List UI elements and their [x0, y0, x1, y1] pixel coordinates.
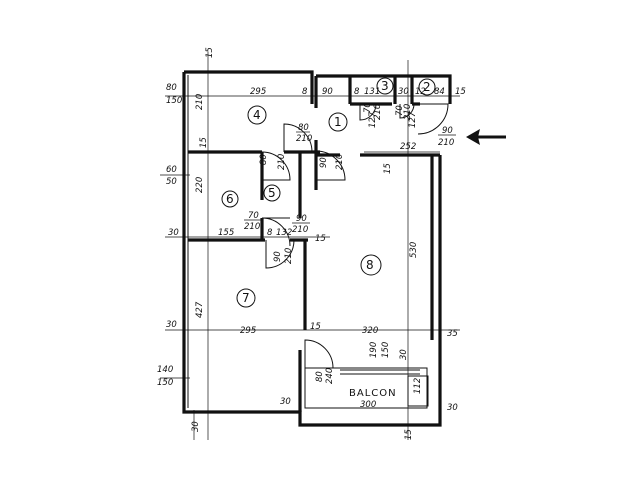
- door-label-num: 90: [273, 251, 283, 262]
- dimension-lines: [160, 52, 460, 440]
- arrow-left-icon: [466, 129, 506, 145]
- dim-text: 300: [360, 400, 376, 410]
- dim-text: 50: [166, 177, 177, 187]
- door-label-den: 210: [335, 154, 345, 170]
- dim-text: 8: [302, 87, 308, 97]
- dim-text: 210: [195, 94, 205, 110]
- dim-text: 150: [166, 96, 182, 106]
- dim-text: 30: [166, 320, 177, 330]
- dim-text: 220: [195, 177, 205, 193]
- dim-text: 8: [267, 228, 273, 238]
- door-swings: [261, 103, 449, 369]
- door-label-num: 70: [248, 211, 259, 221]
- dim-text: 530: [409, 242, 419, 258]
- dim-text: 132: [276, 228, 292, 238]
- room-label-6: 6: [226, 192, 234, 206]
- balcony-label: BALCON: [349, 388, 397, 399]
- room-label-2: 2: [423, 80, 431, 94]
- dim-text: 295: [240, 326, 256, 336]
- dim-text: 30: [398, 87, 409, 97]
- dim-text: 15: [199, 137, 209, 148]
- door-label-num: 70: [395, 105, 405, 116]
- room-label-1: 1: [334, 115, 342, 129]
- dim-text: 320: [362, 326, 378, 336]
- dim-text: 150: [381, 342, 391, 358]
- door-label-den: 210: [373, 104, 383, 120]
- dim-text: 30: [447, 403, 458, 413]
- dim-text: 112: [413, 378, 423, 394]
- dim-text: 35: [447, 329, 458, 339]
- dim-text: 60: [166, 165, 177, 175]
- dim-text: 190: [369, 342, 379, 358]
- room-label-3: 3: [381, 79, 389, 93]
- dim-text: 84: [434, 87, 445, 97]
- door-label-num: 80: [259, 154, 269, 165]
- door-label-num: 90: [296, 214, 307, 224]
- door-label-num: 90: [319, 157, 329, 168]
- dim-text: 295: [250, 87, 266, 97]
- dimension-labels: 15 295 8 90 8 131 30 12 84 15 80 150 210…: [157, 47, 466, 440]
- dim-text: 30: [168, 228, 179, 238]
- dim-text: 8: [354, 87, 360, 97]
- dim-text: 127: [408, 111, 418, 128]
- dim-text: 155: [218, 228, 234, 238]
- door-label-num: 70: [363, 102, 373, 113]
- room-label-7: 7: [242, 291, 250, 305]
- dim-text: 15: [315, 234, 326, 244]
- door-label-den: 210: [277, 154, 287, 170]
- door-label-den: 240: [325, 368, 335, 384]
- door-label-den: 210: [292, 225, 308, 235]
- door-label-num: 80: [315, 371, 325, 382]
- door-label-den: 210: [403, 104, 413, 120]
- door-label-num: 80: [298, 123, 309, 133]
- dim-text: 252: [400, 142, 416, 152]
- door-label-den: 210: [296, 134, 312, 144]
- dim-text: 30: [399, 349, 409, 360]
- dim-text: 80: [166, 83, 177, 93]
- door-label-den: 210: [438, 138, 454, 148]
- door-label-den: 210: [284, 248, 294, 264]
- dim-text: 30: [191, 421, 201, 432]
- dim-text: 15: [205, 47, 215, 58]
- dim-text: 15: [404, 429, 414, 440]
- dim-text: 15: [310, 322, 321, 332]
- dim-text: 15: [455, 87, 466, 97]
- dim-text: 131: [364, 87, 380, 97]
- room-label-8: 8: [366, 258, 374, 272]
- dim-text: 15: [383, 163, 393, 174]
- dim-text: 140: [157, 365, 173, 375]
- room-markers: [221, 77, 436, 308]
- dim-text: 127: [368, 111, 378, 128]
- door-labels: 80 210 80 210 90 210 90 210 70 210 70 21…: [244, 102, 456, 384]
- dim-text: 150: [157, 378, 173, 388]
- dim-text: 427: [195, 301, 205, 318]
- dim-text: 90: [322, 87, 333, 97]
- room-label-4: 4: [253, 108, 261, 122]
- door-label-num: 90: [442, 126, 453, 136]
- inner-walls: [188, 76, 440, 412]
- dim-text: 30: [280, 397, 291, 407]
- room-label-5: 5: [268, 186, 276, 200]
- dim-text: 12: [415, 87, 426, 97]
- door-label-den: 210: [244, 222, 260, 232]
